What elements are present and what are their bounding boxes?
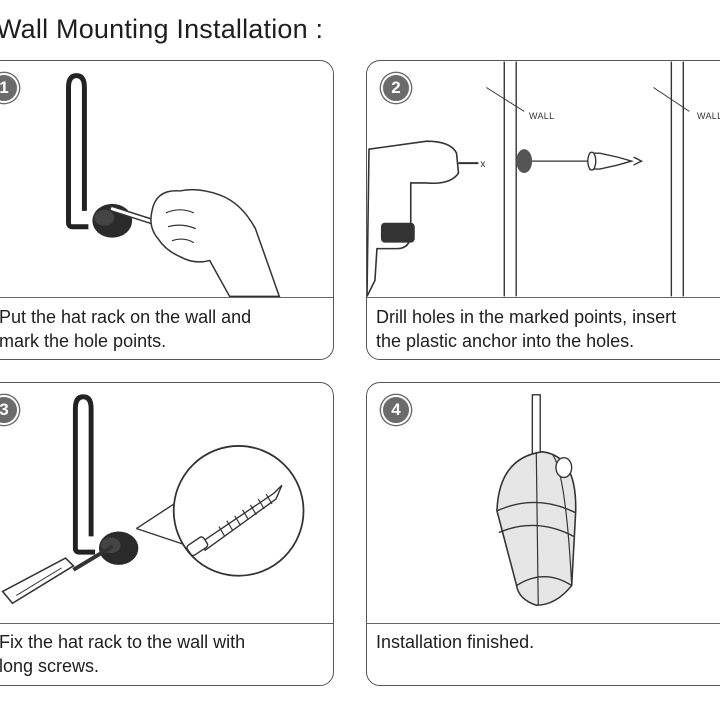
step-2-wall-label-2: WALL	[697, 111, 720, 121]
step-4-panel: 4 Installation finished.	[366, 382, 720, 686]
step-3-caption-line-1: Fix the hat rack to the wall with	[0, 632, 246, 652]
step-3-divider	[0, 623, 333, 624]
step-4-divider	[367, 623, 720, 624]
step-2-caption: Drill holes in the marked points, insert…	[376, 305, 676, 353]
step-1-caption-line-1: Put the hat rack on the wall and	[0, 307, 252, 327]
step-1-panel: 1 Put the hat rack on the wall and mark …	[0, 60, 334, 360]
step-2-illustration: x	[367, 61, 690, 297]
step-3-caption: Fix the hat rack to the wall with long s…	[0, 630, 245, 678]
step-1-caption: Put the hat rack on the wall and mark th…	[0, 305, 251, 353]
step-2-number-badge: 2	[381, 73, 411, 103]
step-1-caption-line-2: mark the hole points.	[0, 331, 167, 351]
page-title: Wall Mounting Installation :	[0, 14, 324, 44]
step-4-caption: Installation finished.	[376, 630, 534, 654]
step-3-panel: 3 Fix the hat rack to the wall with long…	[0, 382, 334, 686]
step-4-number-badge: 4	[381, 395, 411, 425]
step-3-illustration	[1, 394, 305, 605]
step-4-caption-line-1: Installation finished.	[376, 632, 535, 652]
step-4-illustration	[496, 394, 577, 607]
svg-text:x: x	[480, 159, 485, 170]
step-2-caption-line-2: the plastic anchor into the holes.	[376, 331, 635, 351]
step-2-wall-label-1: WALL	[529, 111, 555, 121]
step-3-caption-line-2: long screws.	[0, 656, 100, 676]
step-1-illustration	[66, 73, 281, 297]
step-2-panel: x WALL WALL 2 Drill holes in the marked …	[366, 60, 720, 360]
step-2-caption-line-1: Drill holes in the marked points, insert	[376, 307, 677, 327]
step-2-divider	[367, 297, 720, 298]
step-1-divider	[0, 297, 333, 298]
